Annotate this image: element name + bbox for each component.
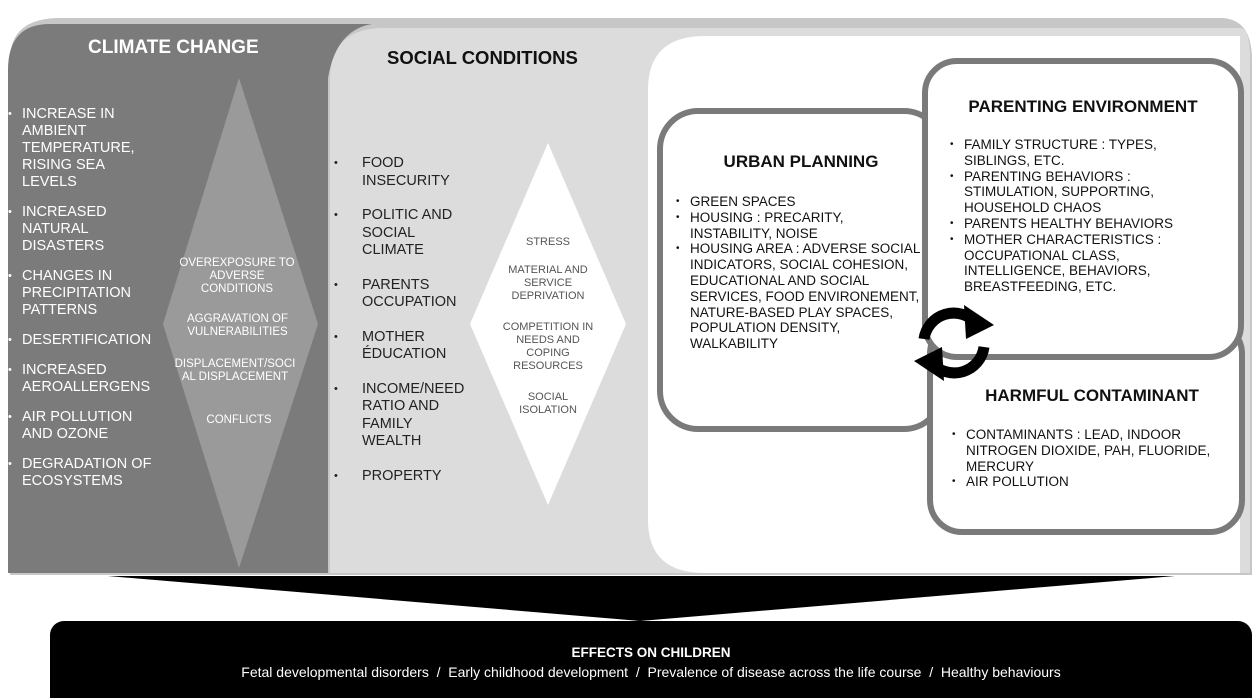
effects-line: Fetal developmental disorders / Early ch… [241, 664, 1061, 680]
parenting-environment-list: FAMILY STRUCTURE : TYPES, SIBLINGS, ETC.… [948, 137, 1188, 295]
list-item: POLITIC AND SOCIAL CLIMATE [332, 207, 462, 260]
list-item: HOUSING AREA : ADVERSE SOCIAL INDICATORS… [674, 241, 926, 352]
cycle-arrows-icon [914, 305, 994, 381]
climate-diamond [163, 78, 318, 568]
social-diamond-text-3: COMPETITION IN NEEDS AND COPING RESOURCE… [502, 321, 594, 372]
list-item: INCREASE IN AMBIENT TEMPERATURE, RISING … [6, 106, 152, 191]
list-item: INCREASED AEROALLERGENS [6, 362, 172, 396]
list-item: FOOD INSECURITY [332, 155, 467, 190]
climate-change-list: INCREASE IN AMBIENT TEMPERATURE, RISING … [6, 106, 176, 503]
urban-planning-list: GREEN SPACES HOUSING : PRECARITY, INSTAB… [674, 194, 926, 352]
list-item: PROPERTY [332, 468, 467, 486]
harmful-contaminant-title: HARMFUL CONTAMINANT [985, 386, 1199, 405]
list-item: INCREASED NATURAL DISASTERS [6, 204, 132, 255]
social-diamond [470, 143, 626, 505]
list-item: AIR POLLUTION [950, 474, 1212, 490]
list-item: INCOME/NEED RATIO AND FAMILY WEALTH [332, 381, 472, 451]
list-item: HOUSING : PRECARITY, INSTABILITY, NOISE [674, 210, 926, 242]
urban-planning-title: URBAN PLANNING [723, 152, 879, 171]
climate-diamond-text-2: AGGRAVATION OF VULNERABILITIES [187, 313, 288, 338]
harmful-contaminant-list: CONTAMINANTS : LEAD, INDOOR NITROGEN DIO… [950, 427, 1212, 490]
list-item: FAMILY STRUCTURE : TYPES, SIBLINGS, ETC. [948, 137, 1188, 169]
list-item: MOTHER ÉDUCATION [332, 329, 462, 364]
list-item: CHANGES IN PRECIPITATION PATTERNS [6, 268, 162, 319]
climate-change-title: CLIMATE CHANGE [88, 37, 259, 58]
funnel-to-effects [108, 576, 1175, 621]
list-item: GREEN SPACES [674, 194, 926, 210]
climate-diamond-text-1: OVEREXPOSURE TO ADVERSE CONDITIONS [179, 257, 295, 295]
list-item: PARENTING BEHAVIORS : STIMULATION, SUPPO… [948, 169, 1188, 216]
climate-diamond-text-4: CONFLICTS [206, 414, 272, 426]
social-conditions-title: SOCIAL CONDITIONS [387, 47, 578, 68]
social-diamond-text-1: STRESS [525, 236, 570, 248]
effects-on-children-bar: EFFECTS ON CHILDREN Fetal developmental … [50, 621, 1252, 698]
list-item: DEGRADATION OF ECOSYSTEMS [6, 456, 172, 490]
list-item: MOTHER CHARACTERISTICS : OCCUPATIONAL CL… [948, 232, 1188, 295]
parenting-environment-title: PARENTING ENVIRONMENT [968, 97, 1198, 116]
list-item: PARENTS OCCUPATION [332, 277, 467, 312]
list-item: CONTAMINANTS : LEAD, INDOOR NITROGEN DIO… [950, 427, 1212, 474]
list-item: PARENTS HEALTHY BEHAVIORS [948, 216, 1188, 232]
list-item: DESERTIFICATION [6, 332, 182, 349]
social-diamond-text-4: SOCIAL ISOLATION [519, 391, 577, 416]
climate-diamond-text-3: DISPLACEMENT/SOCI AL DISPLACEMENT [174, 358, 296, 383]
social-conditions-list: FOOD INSECURITY POLITIC AND SOCIAL CLIMA… [332, 155, 467, 485]
social-diamond-text-2: MATERIAL AND SERVICE DEPRIVATION [508, 264, 588, 302]
list-item: AIR POLLUTION AND OZONE [6, 409, 162, 443]
effects-title: EFFECTS ON CHILDREN [571, 645, 731, 660]
